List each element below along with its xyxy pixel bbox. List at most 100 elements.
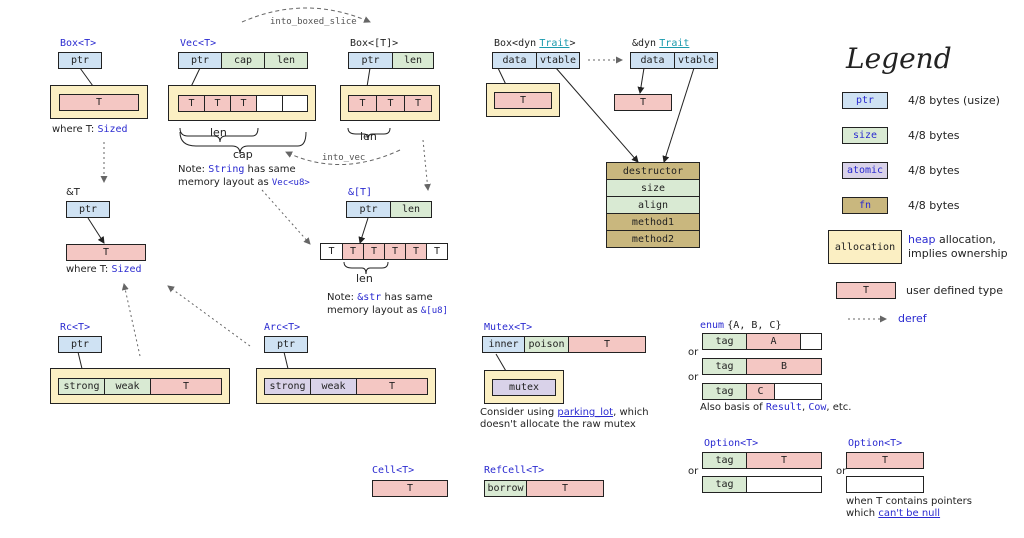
slice-outside-cell: T: [427, 244, 447, 259]
legend-ptr-desc: 4/8 bytes (usize): [908, 94, 1000, 107]
vec-cap-cell: cap: [222, 53, 265, 68]
enum-note: Also basis of Result, Cow, etc.: [700, 402, 852, 413]
refdyn-stack: data vtable: [630, 52, 718, 69]
boxslice-t-cell: T: [405, 96, 431, 111]
arc-deref-arrow: [167, 285, 251, 347]
boxdyn-data-cell: data: [493, 53, 537, 68]
enum-variant-c: tag C: [702, 383, 822, 400]
boxdyn-heap: T: [486, 83, 560, 117]
vec-note-line1: Note: String has same: [178, 164, 296, 175]
vec-ptr-cell: ptr: [179, 53, 222, 68]
rc-t-cell: T: [151, 379, 221, 394]
string-deref-arrow: [261, 189, 311, 245]
slice-t-cell: T: [385, 244, 406, 259]
option1-tag-cell: tag: [703, 477, 747, 492]
vec-cap-label: cap: [233, 148, 253, 161]
legend-user-swatch: T: [836, 282, 896, 299]
boxdyn-vtable-arrow: [555, 67, 639, 163]
vec-empty-cell: [283, 96, 307, 111]
enum-variant-b: tag B: [702, 358, 822, 375]
ref-where-note: where T: Sized: [66, 264, 142, 275]
boxdyn-title: Box<dyn Trait>: [494, 38, 576, 49]
box-heap: T: [50, 85, 148, 119]
option2-title: Option<T>: [848, 438, 903, 449]
into-boxed-slice-label: into_boxed_slice: [270, 17, 357, 27]
slice-t-cell: T: [406, 244, 427, 259]
vtable-method2: method2: [607, 231, 699, 247]
slice-t-cell: T: [364, 244, 385, 259]
enum-tag-cell: tag: [703, 384, 747, 399]
vec-cap-brace: [179, 131, 307, 155]
into-vec-label: into_vec: [322, 153, 366, 163]
boxslice-len-brace: [347, 127, 391, 141]
enum-or-2: or: [688, 372, 699, 383]
mutex-note-line1: Consider using parking_lot, which: [480, 407, 649, 418]
ref-ptr-cell: ptr: [67, 202, 109, 217]
arc-weak-cell: weak: [311, 379, 357, 394]
refdyn-vtable-arrow: [662, 67, 695, 163]
enum-pad-cell: [775, 384, 821, 399]
ref-target: T: [66, 244, 146, 261]
rc-heap: strong weak T: [50, 368, 230, 404]
rc-strong-cell: strong: [59, 379, 105, 394]
legend-user-desc: user defined type: [906, 284, 1003, 297]
cant-be-null-link[interactable]: can't be null: [878, 508, 941, 519]
arc-t-cell: T: [357, 379, 427, 394]
enum-c-cell: C: [747, 384, 775, 399]
option1-or: or: [688, 466, 699, 477]
vec-t-cell: T: [179, 96, 205, 111]
mutex-t-cell: T: [569, 337, 645, 352]
slice-ptr-cell: ptr: [347, 202, 391, 217]
boxslice-ptr-cell: ptr: [349, 53, 393, 68]
legend-alloc-swatch: allocation: [828, 230, 902, 264]
refdyn-title: &dyn Trait: [632, 38, 690, 49]
refcell-t-cell: T: [527, 481, 603, 496]
boxslice-deref-arrow: [422, 139, 431, 191]
legend-deref-label: deref: [898, 312, 927, 325]
boxslice-stack: ptr len: [348, 52, 434, 69]
legend-atomic-desc: 4/8 bytes: [908, 164, 960, 177]
refcell-stack: borrow T: [484, 480, 604, 497]
boxdyn-stack: data vtable: [492, 52, 580, 69]
legend-ptr-swatch: ptr: [842, 92, 888, 109]
vec-len-label: len: [210, 126, 227, 139]
ref-ptr-arrow: [87, 217, 105, 244]
option2-or: or: [836, 466, 847, 477]
vec-len-cell: len: [265, 53, 307, 68]
legend-alloc-label: allocation: [834, 241, 896, 253]
vec-t-cell: T: [231, 96, 257, 111]
option1-title: Option<T>: [704, 438, 759, 449]
slice-outside-cell: T: [321, 244, 343, 259]
slice-title: &[T]: [348, 187, 373, 198]
vec-heap: T T T: [168, 85, 316, 121]
box-where-note: where T: Sized: [52, 124, 128, 135]
mutex-note-line2: doesn't allocate the raw mutex: [480, 419, 636, 430]
refdyn-data-cell: data: [631, 53, 675, 68]
legend-user-label: T: [837, 283, 895, 298]
boxslice-len-label: len: [360, 130, 377, 143]
boxslice-heap: T T T: [340, 85, 440, 121]
ref-t-cell: T: [67, 245, 145, 260]
option1-t-cell: T: [747, 453, 821, 468]
refcell-borrow-cell: borrow: [485, 481, 527, 496]
legend-fn-swatch: fn: [842, 197, 888, 214]
slice-len-cell: len: [391, 202, 431, 217]
legend-fn-desc: 4/8 bytes: [908, 199, 960, 212]
slice-note-line1: Note: &str has same: [327, 292, 433, 303]
boxslice-t-cell: T: [377, 96, 405, 111]
slice-t-cell: T: [343, 244, 364, 259]
option1-tag-cell: tag: [703, 453, 747, 468]
ref-title: &T: [66, 187, 80, 198]
legend-alloc-desc1: heap allocation,: [908, 233, 996, 246]
box-ptr-cell: ptr: [59, 53, 101, 68]
option1-none: tag: [702, 476, 822, 493]
boxdyn-vtable-cell: vtable: [537, 53, 579, 68]
refdyn-vtable-cell: vtable: [675, 53, 717, 68]
vec-title: Vec<T>: [180, 38, 217, 49]
mutex-heap: mutex: [484, 370, 564, 404]
parking-lot-link[interactable]: parking_lot: [557, 407, 614, 418]
arc-stack: ptr: [264, 336, 308, 353]
option2-some: T: [846, 452, 924, 469]
mutex-raw-cell: mutex: [493, 380, 555, 395]
legend-size-label: size: [843, 128, 887, 143]
